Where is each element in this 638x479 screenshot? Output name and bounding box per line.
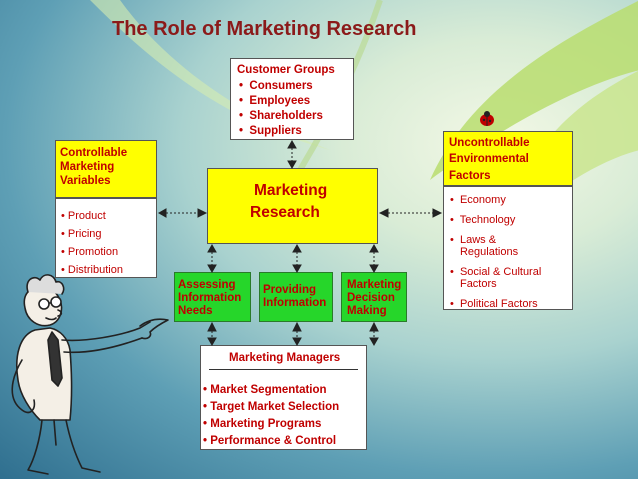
list-item: • Laws & Regulations [450, 234, 519, 258]
controllable-list-box: • Product • Pricing • Promotion • Distri… [55, 198, 157, 278]
list-item: • Market Segmentation [203, 384, 327, 396]
function-label: Decision [347, 292, 395, 304]
function-label: Providing [263, 284, 317, 296]
marketing-managers-box: Marketing Managers • Market Segmentation… [200, 345, 367, 450]
list-item: • Distribution [61, 264, 123, 276]
marketing-research-box: Marketing Research [207, 168, 378, 244]
uncontrollable-list-box: • Economy • Technology • Laws & Regulati… [443, 186, 573, 310]
list-item: • Shareholders [239, 110, 323, 122]
list-item: • Product [61, 210, 106, 222]
function-label: Needs [178, 305, 213, 317]
function-label: Information [263, 297, 327, 309]
customer-groups-box: Customer Groups • Consumers • Employees … [230, 58, 354, 140]
list-item: • Pricing [61, 228, 102, 240]
list-item: • Target Market Selection [203, 401, 340, 413]
controllable-heading-box: Controllable Marketing Variables [55, 140, 157, 198]
controllable-heading-line: Marketing [60, 161, 115, 173]
list-item: • Social & Cultural Factors [450, 266, 542, 290]
function-label: Information [178, 292, 242, 304]
list-item: • Economy [450, 194, 506, 206]
list-item: • Employees [239, 95, 311, 107]
man-pointing-illustration [11, 274, 169, 475]
uncontrollable-heading-box: Uncontrollable Environmental Factors [443, 131, 573, 186]
controllable-heading-line: Variables [60, 175, 111, 187]
uncontrollable-heading-line: Factors [449, 170, 491, 182]
uncontrollable-heading-line: Environmental [449, 153, 529, 165]
assessing-needs-box: Assessing Information Needs [174, 272, 251, 322]
ladybug-icon [480, 111, 494, 126]
controllable-heading-line: Controllable [60, 147, 128, 159]
center-label-line2: Research [250, 204, 320, 221]
list-item: • Promotion [61, 246, 119, 258]
function-label: Marketing [347, 279, 402, 291]
uncontrollable-heading-line: Uncontrollable [449, 137, 530, 149]
list-item: • Performance & Control [203, 435, 337, 447]
customer-groups-heading: Customer Groups [237, 64, 335, 76]
list-item: • Political Factors [450, 298, 538, 310]
center-label-line1: Marketing [254, 182, 328, 199]
providing-information-box: Providing Information [259, 272, 333, 322]
list-item: • Technology [450, 214, 516, 226]
function-label: Assessing [178, 279, 236, 291]
list-item: • Suppliers [239, 125, 302, 137]
slide-title: The Role of Marketing Research [112, 18, 417, 40]
function-label: Making [347, 305, 387, 317]
managers-divider [209, 369, 358, 370]
list-item: • Consumers [239, 80, 313, 92]
managers-heading: Marketing Managers [229, 352, 341, 364]
list-item: • Marketing Programs [203, 418, 322, 430]
